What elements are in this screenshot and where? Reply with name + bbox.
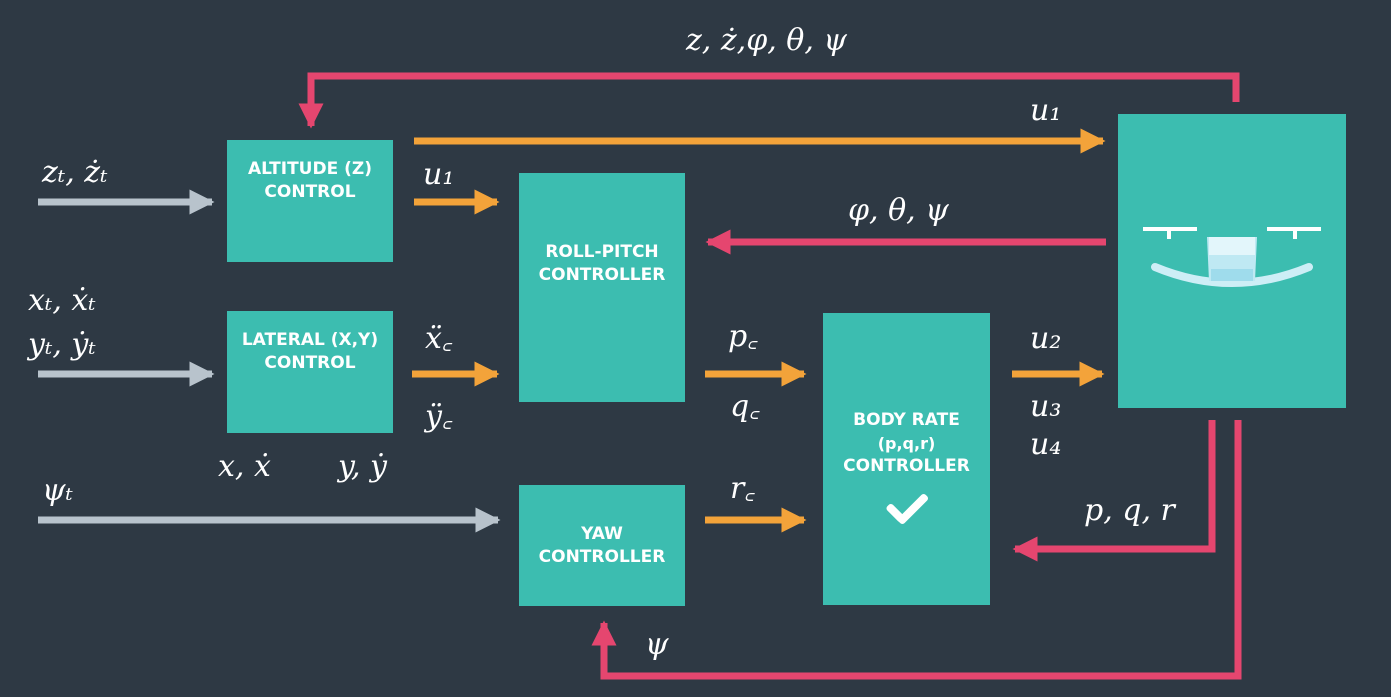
- quadrotor-drone-icon: [1143, 227, 1321, 287]
- checkmark-icon: [883, 492, 931, 530]
- roll-pitch-label-line2: CONTROLLER: [538, 265, 666, 285]
- drone-plant-block: [1118, 114, 1346, 408]
- psi-feedback-label: ψ: [645, 627, 669, 662]
- x-feedback-label: x, ẋ: [218, 449, 271, 484]
- lateral-control-block: LATERAL (X,Y) CONTROL: [227, 311, 393, 433]
- psi-t-reference-label: ψₜ: [42, 473, 73, 508]
- qc-command-label: q꜀: [730, 389, 760, 424]
- yc-command-label: ÿ꜀: [425, 399, 453, 434]
- u2-command-label: u₂: [1030, 321, 1062, 356]
- pc-command-label: p꜀: [728, 319, 758, 354]
- roll-pitch-label-line1: ROLL-PITCH: [545, 242, 659, 262]
- altitude-feedback-arrow: [298, 72, 1240, 129]
- yt-reference-label: yₜ, ẏₜ: [28, 327, 96, 362]
- rc-command-label: r꜀: [730, 471, 755, 506]
- body-rate-label-line2: (p,q,r): [877, 434, 936, 453]
- body-rate-label-line1: BODY RATE: [853, 410, 960, 430]
- u3-command-label: u₃: [1030, 389, 1062, 424]
- xc-command-label: ẍ꜀: [425, 321, 453, 356]
- yaw-controller-block: YAW CONTROLLER: [519, 485, 685, 606]
- u1-mid-label: u₁: [423, 157, 455, 192]
- yaw-label-line2: CONTROLLER: [538, 546, 666, 567]
- zt-reference-label: zₜ, żₜ: [42, 155, 108, 190]
- u1-top-label: u₁: [1030, 93, 1062, 128]
- yaw-label-line1: YAW: [581, 523, 623, 544]
- body-rate-controller-block: BODY RATE (p,q,r) CONTROLLER: [823, 313, 990, 605]
- u4-command-label: u₄: [1030, 427, 1062, 462]
- y-feedback-label: y, ẏ: [338, 449, 387, 484]
- body-rate-label-line3: CONTROLLER: [843, 456, 970, 476]
- top-feedback-label: z, ż,φ, θ, ψ: [686, 23, 847, 58]
- altitude-block-label-line1: ALTITUDE (Z): [247, 159, 372, 179]
- altitude-block-label-line2: CONTROL: [264, 182, 356, 202]
- pqr-feedback-arrow: [1012, 420, 1216, 562]
- lateral-block-label-line1: LATERAL (X,Y): [241, 330, 379, 350]
- attitude-feedback-label: φ, θ, ψ: [848, 193, 949, 228]
- altitude-control-block: ALTITUDE (Z) CONTROL: [227, 140, 393, 262]
- lateral-block-label-line2: CONTROL: [264, 353, 356, 373]
- xt-reference-label: xₜ, ẋₜ: [28, 283, 96, 318]
- roll-pitch-controller-block: ROLL-PITCH CONTROLLER: [519, 173, 685, 402]
- yaw-feedback-arrow: [591, 420, 1242, 680]
- pqr-feedback-label: p, q, r: [1084, 493, 1175, 528]
